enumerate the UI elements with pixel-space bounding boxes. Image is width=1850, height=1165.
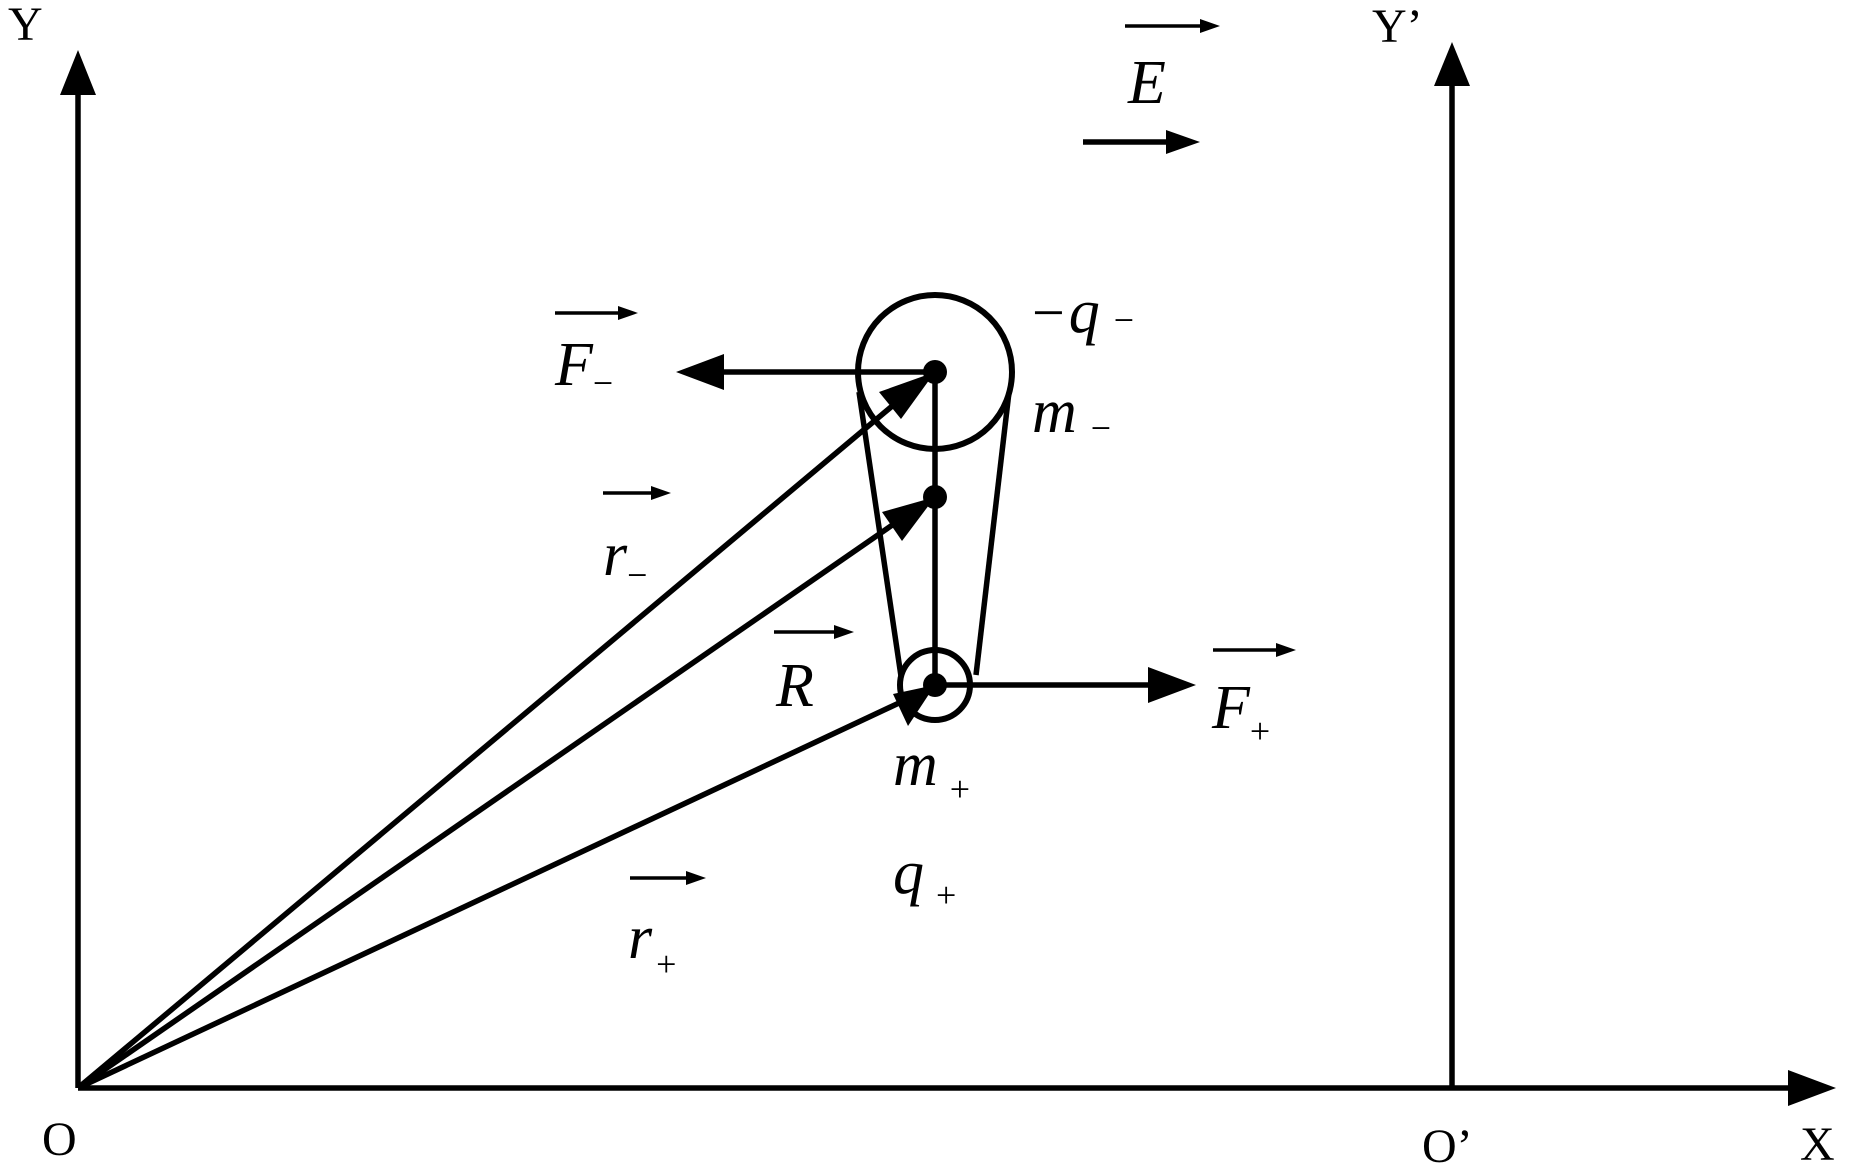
positive-charge-center-dot (923, 673, 947, 697)
electric-field: E (1083, 19, 1220, 154)
x-axis-arrowhead (1788, 1070, 1836, 1106)
force-positive-label: F+ (1211, 674, 1270, 751)
negative-charge-sign: − (1032, 280, 1065, 345)
moving-frame-axes: Y’ O’ (1372, 0, 1473, 1165)
position-vectors (76, 372, 935, 1091)
force-vectors (676, 354, 1196, 703)
position-positive-overarrow-head (686, 871, 706, 885)
positive-mass-subscript: + (950, 769, 970, 809)
positive-charge-label: q+ (893, 839, 956, 915)
x-axis-label: X (1800, 1118, 1835, 1165)
vector-labels: F− r− R F+ r+ (554, 331, 1270, 984)
y-axis-arrowhead (60, 50, 96, 95)
label-overarrows (555, 306, 1296, 885)
negative-charge-label: −q− (1032, 278, 1134, 346)
force-negative-symbol: F (554, 331, 594, 399)
field-symbol: E (1127, 49, 1166, 117)
negative-mass-subscript: − (1091, 408, 1111, 448)
positive-mass-label: m+ (893, 731, 970, 809)
position-negative-label: r− (603, 521, 647, 595)
particle-labels: −q− m− m+ q+ (893, 278, 1134, 915)
field-symbol-overarrow-head (1200, 19, 1220, 33)
position-positive-arrowhead (893, 685, 935, 726)
dipole-outline-right (973, 374, 1014, 676)
position-positive-symbol: r (628, 904, 653, 972)
center-of-mass-label: R (775, 652, 814, 720)
position-positive-subscript: + (656, 944, 676, 984)
force-negative-overarrow-head (618, 306, 638, 320)
negative-charge-center-dot (923, 360, 947, 384)
dipole-outline-left (856, 391, 905, 684)
center-of-mass-arrow (76, 516, 903, 1091)
center-of-mass-symbol: R (775, 652, 814, 720)
center-of-mass-dot (923, 485, 947, 509)
points (923, 360, 947, 697)
positive-charge-subscript: + (936, 875, 956, 915)
position-negative-subscript: − (627, 555, 647, 595)
force-negative-subscript: − (593, 363, 613, 403)
negative-mass-symbol: m (1032, 378, 1077, 446)
force-positive-overarrow-head (1276, 643, 1296, 657)
lab-frame-axes: Y X O (8, 0, 1836, 1165)
center-of-mass-arrowhead (882, 497, 935, 541)
position-negative-symbol: r (603, 521, 628, 589)
y-prime-axis-arrowhead (1434, 42, 1470, 86)
force-positive-arrowhead (1148, 667, 1196, 703)
force-negative-arrowhead (676, 354, 724, 390)
position-positive-label: r+ (628, 904, 676, 984)
positive-charge-symbol: q (893, 839, 924, 907)
field-arrowhead (1166, 130, 1200, 154)
position-negative-arrow (76, 394, 905, 1091)
position-negative-arrowhead (879, 372, 935, 419)
negative-mass-label: m− (1032, 378, 1111, 448)
y-prime-axis-label: Y’ (1372, 0, 1423, 53)
force-positive-symbol: F (1211, 674, 1251, 742)
force-positive-subscript: + (1250, 711, 1270, 751)
negative-charge-symbol: q (1069, 278, 1100, 346)
negative-charge-subscript: − (1114, 300, 1134, 340)
origin-prime-label: O’ (1422, 1120, 1473, 1165)
force-negative-label: F− (554, 331, 613, 403)
positive-mass-symbol: m (893, 731, 938, 799)
y-axis-label: Y (8, 0, 43, 51)
position-negative-overarrow-head (651, 486, 671, 500)
position-positive-arrow (76, 700, 901, 1091)
origin-label: O (42, 1113, 77, 1165)
center-of-mass-overarrow-head (834, 625, 854, 639)
